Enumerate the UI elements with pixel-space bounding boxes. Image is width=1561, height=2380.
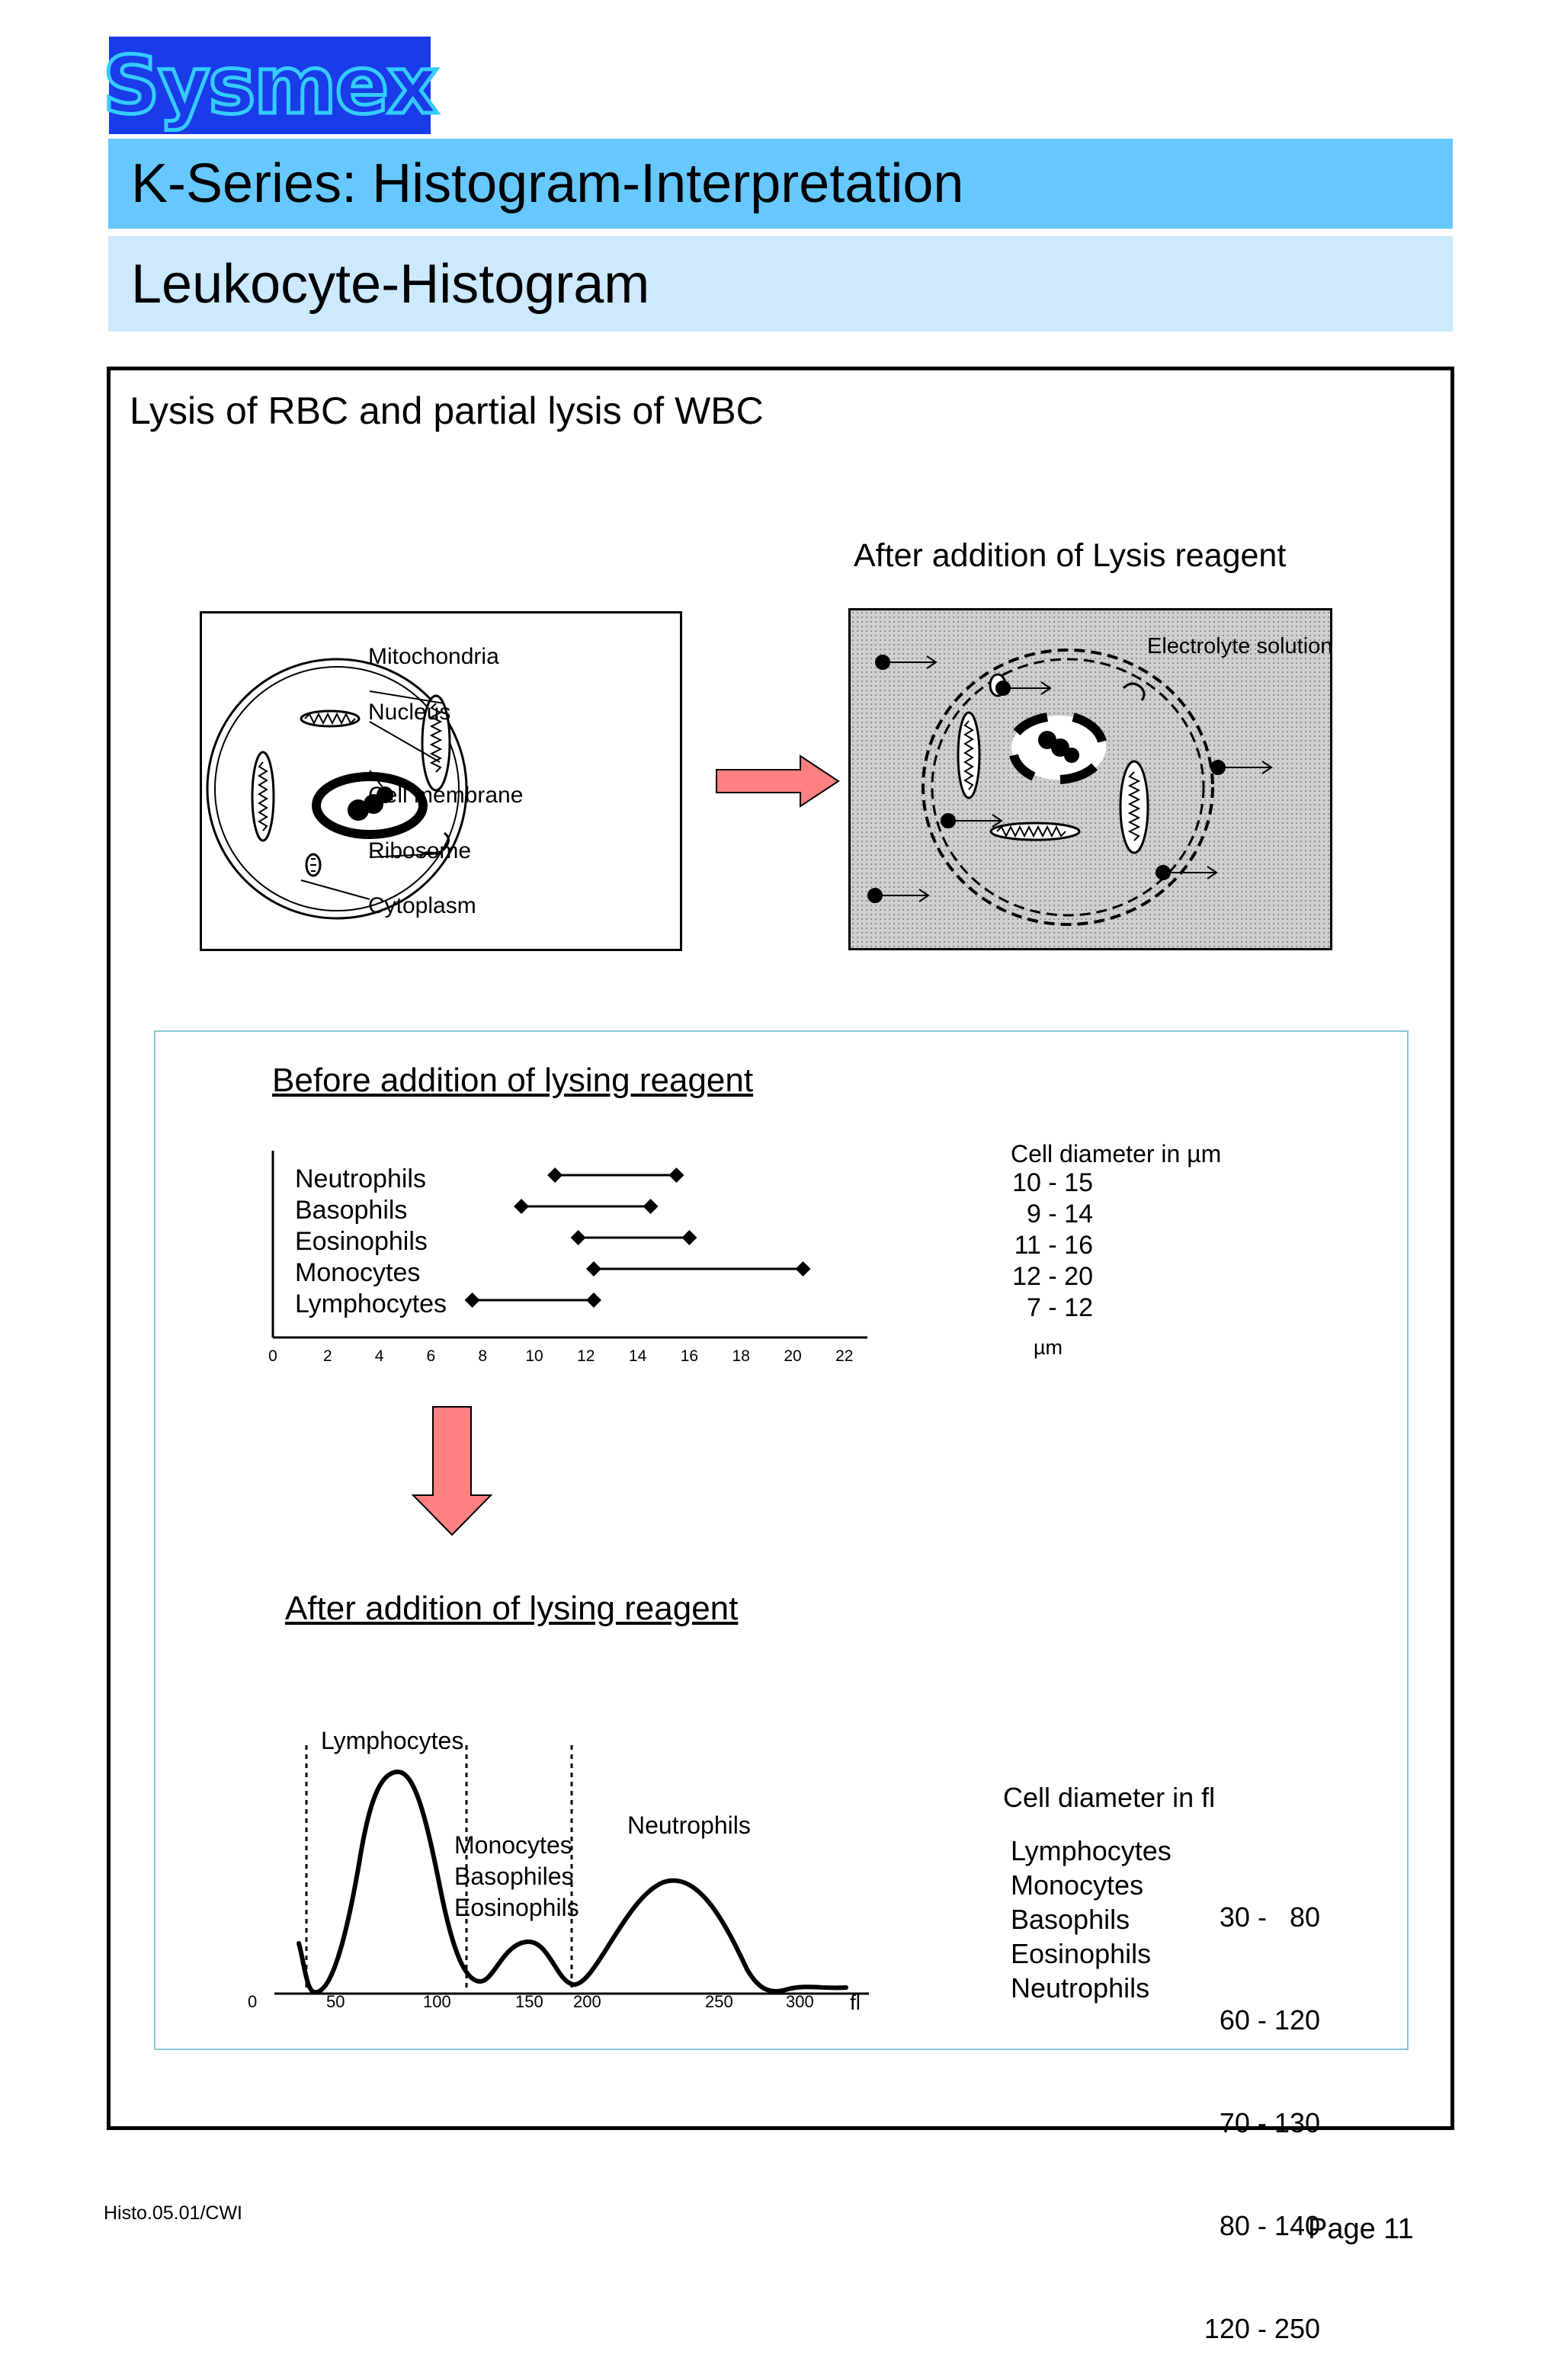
range-marker-neutrophils-min <box>547 1168 563 1183</box>
subtitle-bar: Leukocyte-Histogram <box>108 236 1453 332</box>
after-lysis-label: After addition of Lysis reagent <box>854 537 1287 574</box>
fl-table-ranges: 30 - 80 60 - 120 70 - 130 80 - 140 120 -… <box>1189 1831 1320 2380</box>
sysmex-logo: Sysmex <box>101 37 441 134</box>
fl-tick-200: 200 <box>573 1992 601 2011</box>
label-nucleus: Nucleus <box>368 700 451 725</box>
label-mitochondria: Mitochondria <box>368 644 499 669</box>
um-tick-12: 12 <box>577 1347 595 1365</box>
um-tick-10: 10 <box>525 1347 543 1365</box>
title-bar: K-Series: Histogram-Interpretation <box>108 139 1453 229</box>
um-tick-6: 6 <box>427 1347 436 1365</box>
um-range-values: 10 - 15 9 - 14 11 - 16 12 - 20 7 - 12 <box>1011 1168 1093 1324</box>
fl-range-neutrophils: 120 - 250 <box>1204 2313 1320 2344</box>
range-marker-monocytes-min <box>585 1261 601 1276</box>
range-marker-lymphocytes-min <box>464 1293 480 1308</box>
histogram-panel <box>154 1030 1409 2050</box>
row-label-neutrophils: Neutrophils <box>295 1164 426 1193</box>
fl-tick-250: 250 <box>705 1992 733 2011</box>
fl-range-monocytes: 60 - 120 <box>1219 2004 1320 2036</box>
page-number: Page 11 <box>1308 2213 1414 2245</box>
lysed-cell-illustration <box>867 649 1273 926</box>
row-label-eosinophils: Eosinophils <box>295 1227 428 1256</box>
um-tick-8: 8 <box>478 1347 487 1365</box>
lysed-cell-diagram <box>848 608 1332 950</box>
intact-cell-illustration <box>206 658 468 920</box>
um-tick-14: 14 <box>629 1347 647 1365</box>
fl-table-names: Lymphocytes Monocytes Basophils Eosinoph… <box>1011 1834 1172 2005</box>
intact-cell-diagram: Mitochondria Nucleus Cell membrane Ribos… <box>200 611 682 951</box>
peak-label-eosinophils: Eosinophils <box>454 1894 579 1921</box>
histogram-curve <box>296 1769 848 1995</box>
um-tick-2: 2 <box>323 1347 332 1365</box>
range-marker-monocytes-max <box>795 1261 811 1276</box>
fl-tick-50: 50 <box>326 1992 345 2011</box>
fl-tick-0: 0 <box>248 1992 258 2011</box>
um-tick-16: 16 <box>681 1347 698 1365</box>
size-range-chart: 0 2 4 6 8 10 12 14 16 18 20 22 <box>268 1151 867 1365</box>
um-unit-label: µm <box>1034 1336 1063 1359</box>
um-tick-22: 22 <box>835 1347 853 1365</box>
label-cell-membrane: Cell membrane <box>368 783 524 808</box>
fl-range-eosinophils: 80 - 140 <box>1219 2210 1320 2241</box>
fl-name-eosinophils: Eosinophils <box>1011 1938 1152 1969</box>
um-tick-20: 20 <box>784 1347 801 1365</box>
peak-label-basophiles: Basophiles <box>454 1863 574 1890</box>
page-subtitle: Leukocyte-Histogram <box>131 253 650 315</box>
fl-name-monocytes: Monocytes <box>1011 1869 1144 1901</box>
range-monocytes: 12 - 20 <box>1012 1262 1093 1291</box>
row-label-monocytes: Monocytes <box>295 1258 421 1287</box>
fl-column-header: Cell diameter in fl <box>1003 1782 1216 1813</box>
label-ribosome: Ribosome <box>368 838 472 863</box>
um-column-header: Cell diameter in µm <box>1011 1140 1222 1168</box>
range-marker-eosinophils-min <box>570 1230 586 1245</box>
fl-range-lymphocytes: 30 - 80 <box>1219 1901 1320 1933</box>
fl-name-basophils: Basophils <box>1011 1904 1130 1935</box>
fl-tick-150: 150 <box>515 1992 543 2011</box>
before-lysing-heading: Before addition of lysing reagent <box>272 1062 754 1099</box>
um-tick-0: 0 <box>268 1347 277 1365</box>
logo-text: Sysmex <box>101 39 441 132</box>
peak-label-lymphocytes: Lymphocytes <box>321 1727 464 1754</box>
fl-tick-100: 100 <box>423 1992 451 2011</box>
um-tick-18: 18 <box>732 1347 750 1365</box>
range-neutrophils: 10 - 15 <box>1012 1168 1093 1197</box>
range-marker-basophils-max <box>643 1199 659 1214</box>
range-lymphocytes: 7 - 12 <box>1027 1293 1093 1322</box>
range-eosinophils: 11 - 16 <box>1014 1231 1093 1260</box>
fl-tick-300: 300 <box>786 1992 814 2011</box>
right-arrow-icon <box>716 754 840 808</box>
label-cytoplasm: Cytoplasm <box>368 893 476 918</box>
row-label-lymphocytes: Lymphocytes <box>295 1289 447 1318</box>
label-electrolyte-solution: Electrolyte solution <box>1147 634 1333 658</box>
range-marker-neutrophils-max <box>668 1168 684 1183</box>
after-lysing-heading: After addition of lysing reagent <box>285 1590 739 1627</box>
wbc-histogram <box>274 1745 869 1995</box>
range-marker-lymphocytes-max <box>585 1293 601 1308</box>
fl-name-neutrophils: Neutrophils <box>1011 1972 1150 2004</box>
range-marker-basophils-min <box>514 1199 530 1214</box>
peak-label-mixed: Monocytes Basophiles Eosinophils <box>454 1830 579 1924</box>
fl-range-basophils: 70 - 130 <box>1219 2107 1320 2138</box>
before-row-labels: Neutrophils Basophils Eosinophils Monocy… <box>295 1164 447 1320</box>
um-tick-4: 4 <box>375 1347 384 1365</box>
down-arrow-icon <box>412 1406 492 1536</box>
peak-label-monocytes: Monocytes <box>454 1831 572 1859</box>
fl-name-lymphocytes: Lymphocytes <box>1011 1835 1172 1866</box>
content-frame <box>107 367 1454 2130</box>
doc-code: Histo.05.01/CWI <box>104 2202 243 2224</box>
row-label-basophils: Basophils <box>295 1196 408 1225</box>
range-marker-eosinophils-max <box>681 1230 697 1245</box>
peak-label-neutrophils: Neutrophils <box>627 1811 751 1839</box>
page-title: K-Series: Histogram-Interpretation <box>131 153 964 214</box>
range-basophils: 9 - 14 <box>1027 1200 1093 1228</box>
fl-unit-label: fl <box>850 1991 861 2014</box>
section-heading: Lysis of RBC and partial lysis of WBC <box>130 389 764 432</box>
